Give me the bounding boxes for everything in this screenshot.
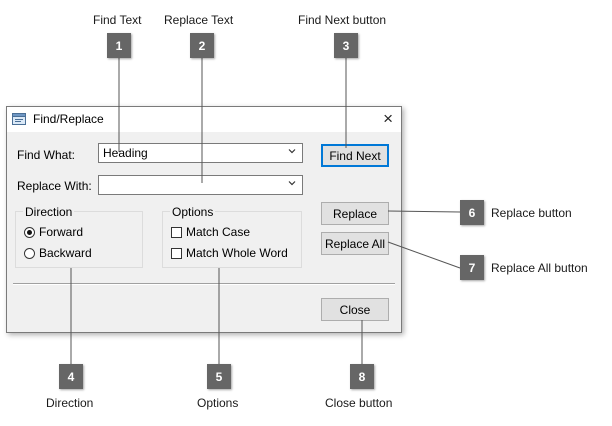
- callout-label-8: Close button: [325, 396, 393, 410]
- checkbox-match-whole-word[interactable]: Match Whole Word: [171, 246, 288, 260]
- replace-with-input[interactable]: [101, 177, 275, 193]
- callout-label-3: Find Next button: [298, 13, 387, 27]
- find-what-input[interactable]: [101, 145, 275, 161]
- match-whole-word-checkbox-box[interactable]: [171, 247, 182, 259]
- replace-with-combo[interactable]: [98, 175, 303, 195]
- find-replace-dialog: Find/Replace × Find What: Replace With: …: [6, 106, 402, 333]
- replace-all-button[interactable]: Replace All: [321, 232, 389, 255]
- options-group-title: Options: [170, 205, 216, 219]
- checkbox-match-case[interactable]: Match Case: [171, 225, 250, 239]
- chevron-down-icon[interactable]: [288, 179, 296, 187]
- radio-forward-indicator[interactable]: [24, 226, 35, 238]
- callout-label-2: Replace Text: [164, 13, 234, 27]
- callout-badge-6: 6: [460, 200, 484, 225]
- replace-button[interactable]: Replace: [321, 202, 389, 225]
- radio-backward[interactable]: Backward: [24, 246, 92, 260]
- find-next-button[interactable]: Find Next: [321, 144, 389, 167]
- radio-backward-label: Backward: [39, 246, 92, 260]
- radio-backward-indicator[interactable]: [24, 247, 35, 259]
- callout-badge-7: 7: [460, 255, 484, 280]
- options-group: [162, 211, 302, 268]
- radio-forward[interactable]: Forward: [24, 225, 83, 239]
- close-icon[interactable]: ×: [383, 109, 393, 128]
- replace-with-label: Replace With:: [17, 179, 92, 193]
- callout-label-4: Direction: [46, 396, 94, 410]
- callout-badge-1: 1: [107, 33, 131, 58]
- find-what-label: Find What:: [17, 148, 76, 162]
- title-bar[interactable]: Find/Replace ×: [7, 107, 401, 132]
- close-button[interactable]: Close: [321, 298, 389, 321]
- callout-label-6: Replace button: [491, 206, 572, 220]
- direction-group: [15, 211, 143, 268]
- direction-group-title: Direction: [23, 205, 75, 219]
- callout-badge-3: 3: [334, 33, 358, 58]
- callout-label-5: Options: [197, 396, 239, 410]
- chevron-down-icon[interactable]: [288, 147, 296, 155]
- window-title: Find/Replace: [33, 112, 104, 126]
- radio-forward-label: Forward: [39, 225, 84, 239]
- find-what-combo[interactable]: [98, 143, 303, 163]
- match-case-label: Match Case: [186, 225, 251, 239]
- callout-badge-4: 4: [59, 364, 83, 389]
- app-window-icon: [12, 113, 26, 125]
- match-case-checkbox-box[interactable]: [171, 226, 182, 238]
- callout-label-7: Replace All button: [491, 261, 588, 275]
- callout-badge-5: 5: [207, 364, 231, 389]
- callout-label-1: Find Text: [93, 13, 142, 27]
- separator: [13, 283, 395, 285]
- callout-badge-8: 8: [350, 364, 374, 389]
- match-whole-word-label: Match Whole Word: [186, 246, 288, 260]
- callout-badge-2: 2: [190, 33, 214, 58]
